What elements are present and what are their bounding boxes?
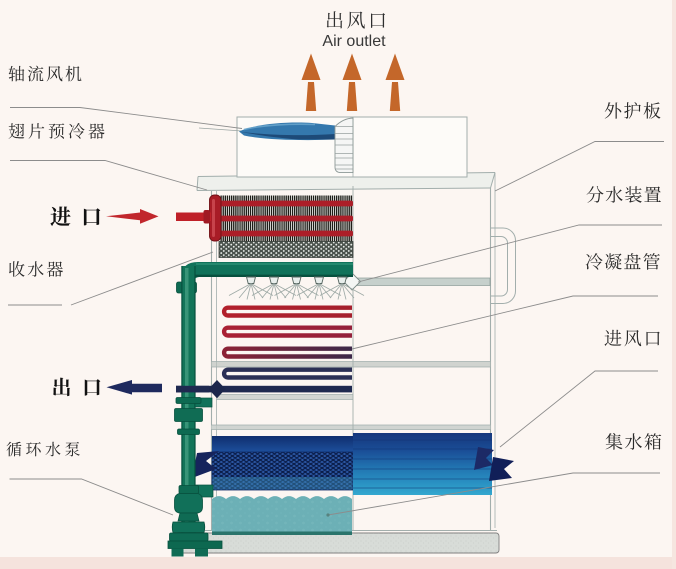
- svg-text:Air outlet: Air outlet: [322, 33, 386, 50]
